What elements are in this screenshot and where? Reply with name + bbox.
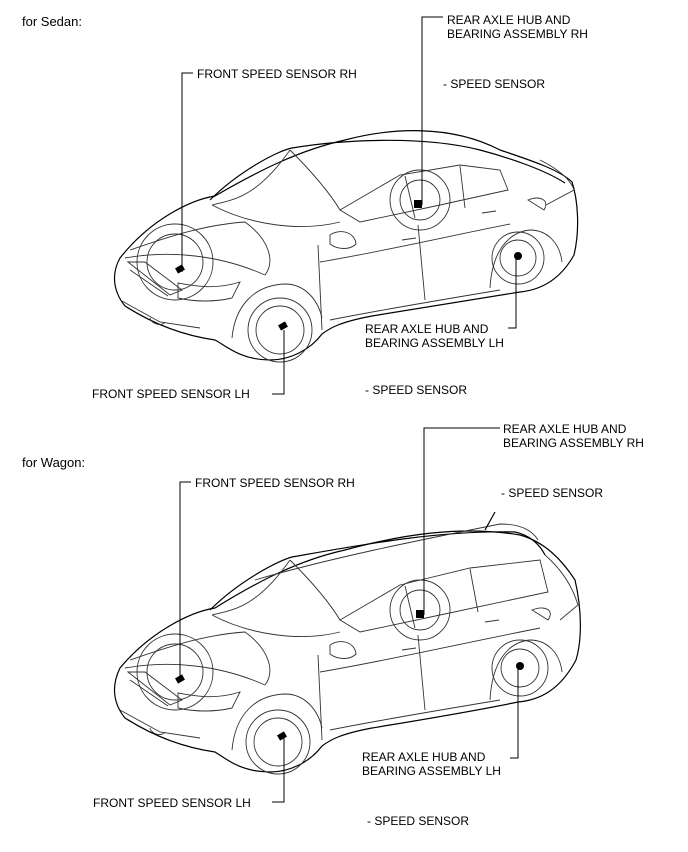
sedan-front-lh-sensor	[278, 321, 288, 331]
wagon-rear-lh-sublabel: - SPEED SENSOR	[367, 814, 470, 828]
sedan-rear-lh-leader	[508, 254, 517, 329]
sedan-rear-rh-label-line1: REAR AXLE HUB AND	[447, 13, 571, 27]
wagon-rear-lh-label-line2: BEARING ASSEMBLY LH	[362, 764, 501, 778]
sedan-rear-lh-sublabel: - SPEED SENSOR	[365, 383, 468, 397]
wagon-rear-lh-sensor	[516, 662, 524, 670]
wagon-rear-lh-leader	[510, 666, 519, 759]
wagon-rear-rh-sublabel: - SPEED SENSOR	[501, 486, 604, 500]
sedan-rear-rh-sublabel: - SPEED SENSOR	[443, 77, 546, 91]
wagon-front-lh-label: FRONT SPEED SENSOR LH	[93, 796, 251, 810]
sedan-front-lh-label: FRONT SPEED SENSOR LH	[92, 387, 250, 401]
sedan-front-rh-label: FRONT SPEED SENSOR RH	[197, 67, 357, 81]
sedan-rear-rh-sensor	[414, 200, 422, 208]
wagon-rear-rh-leader	[423, 427, 500, 615]
sedan-rear-rh-label-line2: BEARING ASSEMBLY RH	[447, 27, 588, 41]
wagon-rear-rh-sensor	[416, 610, 424, 618]
wagon-car-illustration	[114, 511, 581, 775]
sedan-rear-lh-label-line1: REAR AXLE HUB AND	[365, 322, 489, 336]
sedan-rear-lh-sensor	[514, 252, 522, 260]
wagon-front-lh-sensor	[277, 731, 287, 741]
sedan-front-lh-leader	[272, 330, 285, 395]
wagon-front-lh-leader	[272, 738, 285, 803]
sedan-front-rh-sensor	[175, 264, 185, 274]
wagon-rear-rh-label-line2: BEARING ASSEMBLY RH	[503, 436, 644, 450]
wagon-section-title: for Wagon:	[22, 455, 86, 470]
wagon-rear-rh-label-line1: REAR AXLE HUB AND	[503, 422, 627, 436]
sedan-front-rh-leader	[181, 72, 193, 272]
wagon-front-rh-label: FRONT SPEED SENSOR RH	[195, 476, 355, 490]
sedan-section-title: for Sedan:	[22, 14, 82, 29]
wagon-front-rh-leader	[179, 481, 191, 682]
wagon-rear-lh-label-line1: REAR AXLE HUB AND	[362, 750, 486, 764]
sedan-rear-lh-label-line2: BEARING ASSEMBLY LH	[365, 336, 504, 350]
sedan-car-illustration	[114, 130, 579, 363]
sedan-rear-rh-leader	[421, 16, 443, 205]
